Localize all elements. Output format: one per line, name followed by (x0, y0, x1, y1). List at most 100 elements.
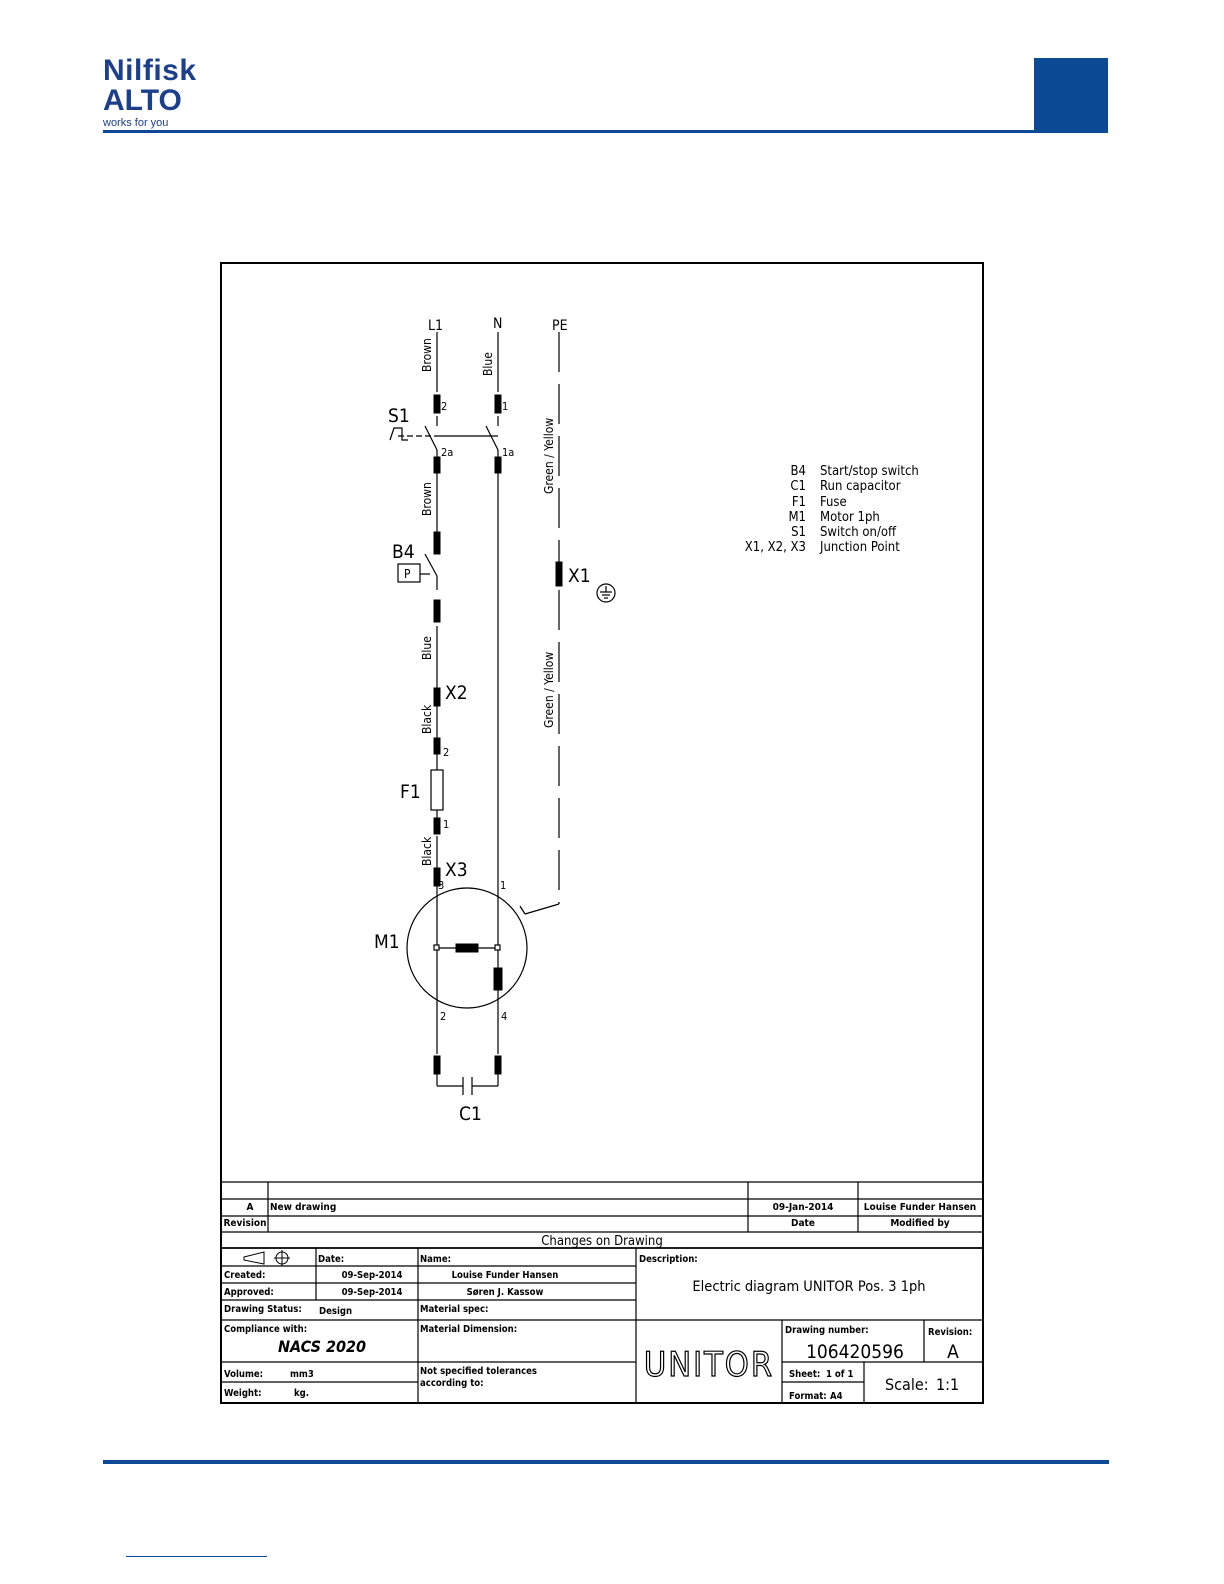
wire-label-green-yellow-upper: Green / Yellow (542, 418, 556, 494)
legend-code: X1, X2, X3 (745, 540, 806, 555)
label-x3: X3 (445, 859, 468, 881)
footer-link-underline (126, 1556, 267, 1557)
connector-x1 (555, 561, 563, 587)
terminal-m1-1: 1 (500, 879, 506, 892)
scale-label: Scale: (885, 1375, 929, 1394)
label-b4: B4 (392, 541, 415, 563)
connector-c1-left (433, 1055, 441, 1075)
terminal-s1-l-in: 2 (441, 400, 447, 413)
drawing-status-label: Drawing Status: (224, 1304, 302, 1315)
terminal-f1-out: 1 (443, 818, 449, 831)
unitor-logo: UNITOR (644, 1345, 774, 1385)
b4-box-label: P (404, 567, 411, 581)
m1-node-left (433, 944, 440, 951)
drawing-status: Design (319, 1306, 352, 1317)
label-n: N (493, 316, 502, 332)
label-s1: S1 (388, 405, 410, 427)
label-m1: M1 (374, 931, 400, 953)
weight-unit: kg. (294, 1388, 309, 1399)
revision-row-date: 09-Jan-2014 (773, 1202, 834, 1213)
header-rule (103, 130, 1035, 133)
revision-row-modified-by: Louise Funder Hansen (864, 1202, 976, 1213)
label-x1: X1 (568, 565, 591, 587)
created-label: Created: (224, 1270, 265, 1281)
electric-diagram: L1 N PE Brown Blue Brown Blue Black Blac… (222, 316, 982, 1402)
connector-b4-out (433, 599, 441, 623)
revision-header-rev: Revision (223, 1218, 266, 1229)
format-label: Format: (789, 1391, 827, 1402)
drawing-number-label: Drawing number: (785, 1325, 869, 1336)
label-f1: F1 (400, 781, 421, 803)
terminal-m1-3: 3 (438, 879, 444, 892)
wire-label-black-lower: Black (420, 836, 434, 866)
f1-fuse-body (430, 769, 444, 811)
connector-c1-right (494, 1055, 502, 1075)
revision-row-text: New drawing (270, 1202, 336, 1213)
wire-label-brown-top: Brown (420, 338, 434, 372)
connector-b4-in (433, 531, 441, 555)
weight-label: Weight: (224, 1388, 262, 1399)
label-l1: L1 (428, 318, 443, 334)
wire-label-blue-mid: Blue (420, 636, 434, 660)
legend-desc: Motor 1ph (820, 510, 880, 525)
header-corner-block (1034, 58, 1108, 133)
logo-line-nilfisk: Nilfisk (103, 54, 197, 87)
label-pe: PE (552, 318, 568, 334)
wire-label-brown-mid: Brown (420, 482, 434, 516)
connector-x3 (433, 867, 441, 887)
material-dimension-label: Material Dimension: (420, 1324, 517, 1335)
wire-label-green-yellow-lower: Green / Yellow (542, 652, 556, 728)
projection-symbol (243, 1250, 290, 1266)
terminal-f1-in: 2 (443, 746, 449, 759)
approved-date: 09-Sep-2014 (342, 1287, 403, 1298)
nilfisk-alto-logo: Nilfisk ALTO works for you (103, 56, 197, 129)
s1-contact-l (424, 425, 438, 451)
material-spec-label: Material spec: (420, 1304, 488, 1315)
date-label: Date: (318, 1254, 344, 1265)
compliance-value: NACS 2020 (278, 1337, 366, 1356)
title-block-grid (222, 1181, 982, 1402)
description-label: Description: (639, 1254, 698, 1265)
terminal-m1-2: 2 (440, 1010, 446, 1023)
logo-line-alto: ALTO (103, 84, 182, 117)
tolerances-line1: Not specified tolerances (420, 1366, 537, 1377)
approved-label: Approved: (224, 1287, 274, 1298)
format-value: A4 (830, 1391, 843, 1402)
changes-title: Changes on Drawing (541, 1234, 663, 1249)
drawing-number: 106420596 (806, 1341, 904, 1363)
component-legend: B4 Start/stop switch C1 Run capacitor F1… (745, 464, 919, 555)
label-x2: X2 (445, 682, 468, 704)
volume-label: Volume: (224, 1369, 263, 1380)
earth-symbol-circle (596, 583, 616, 603)
connector-x2 (433, 687, 441, 707)
drawing-description: Electric diagram UNITOR Pos. 3 1ph (692, 1279, 925, 1295)
compliance-label: Compliance with: (224, 1324, 307, 1335)
legend-code: F1 (792, 495, 806, 510)
revision-value: A (947, 1341, 959, 1363)
tolerances-line2: according to: (420, 1378, 484, 1389)
legend-code: C1 (790, 479, 806, 494)
name-label: Name: (420, 1254, 451, 1265)
revision-header-date: Date (791, 1218, 815, 1229)
volume-unit: mm3 (290, 1369, 314, 1380)
connector-s1-l-out (433, 456, 441, 474)
wire-pe-to-motor (524, 903, 560, 915)
label-c1: C1 (459, 1103, 482, 1125)
legend-code: S1 (791, 525, 806, 540)
approved-name: Søren J. Kassow (467, 1287, 544, 1298)
terminal-s1-n-out: 1a (502, 446, 514, 459)
revision-label: Revision: (928, 1327, 972, 1338)
pe-motor-tick (519, 905, 526, 915)
drawing-sheet: L1 N PE Brown Blue Brown Blue Black Blac… (220, 262, 984, 1404)
terminal-s1-l-out: 2a (441, 446, 453, 459)
created-name: Louise Funder Hansen (452, 1270, 559, 1281)
revision-row-rev: A (247, 1202, 254, 1213)
terminal-s1-n-in: 1 (502, 400, 508, 413)
sheet-value: 1 of 1 (826, 1369, 853, 1380)
connector-s1-n-out (494, 456, 502, 474)
wire-label-black-upper: Black (420, 704, 434, 734)
sheet-label: Sheet: (789, 1369, 820, 1380)
b4-pressure-box (397, 563, 421, 583)
m1-aux-winding (493, 967, 503, 991)
legend-desc: Fuse (820, 495, 847, 510)
